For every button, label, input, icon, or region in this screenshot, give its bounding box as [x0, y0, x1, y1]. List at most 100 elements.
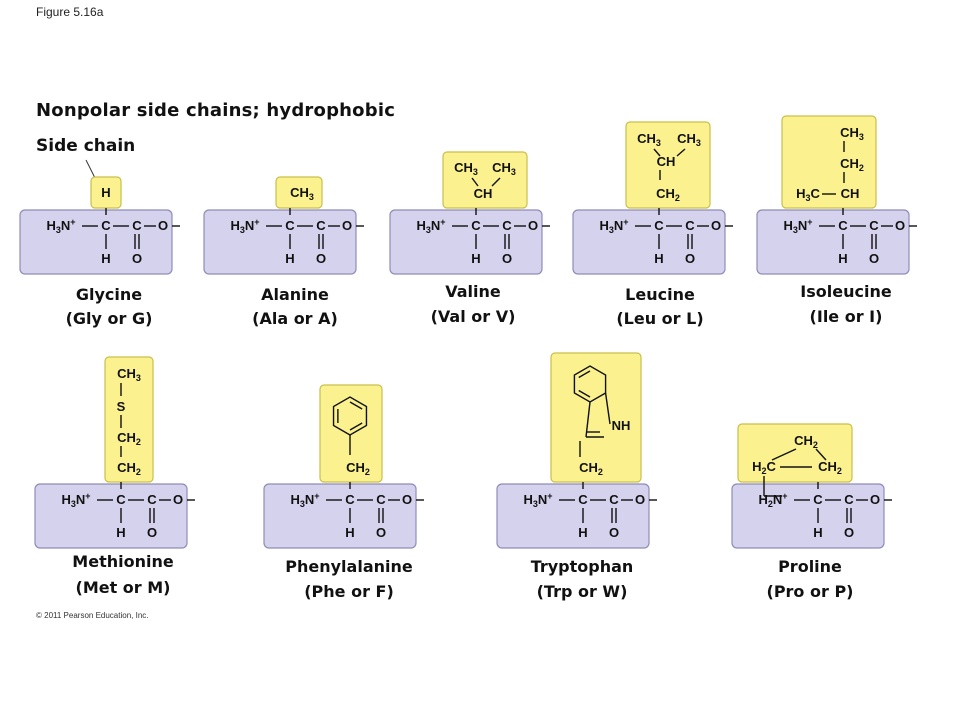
section-heading: Nonpolar side chains; hydrophobic — [36, 100, 396, 121]
proline-carboxyl-carbon: C — [844, 492, 854, 507]
figure-label: Figure 5.16a — [36, 5, 104, 19]
proline-alpha-carbon: C — [813, 492, 823, 507]
glycine-alpha-hydrogen: H — [101, 251, 110, 266]
bond-line — [676, 148, 686, 157]
bond-line — [471, 177, 479, 187]
isoleucine-ch3-top: CH3 — [840, 125, 864, 142]
isoleucine-side-chain-box — [781, 115, 877, 209]
name-tryptophan: Tryptophan — [530, 557, 634, 576]
leucine-alpha-carbon: C — [654, 218, 664, 233]
isoleucine-ch2: CH2 — [840, 156, 864, 173]
name-phenylalanine: Phenylalanine — [285, 557, 413, 576]
abbr-proline: (Pro or P) — [766, 582, 854, 601]
valine-side-chain-box — [442, 151, 528, 209]
isoleucine-carbonyl-oxygen: O — [869, 251, 879, 266]
abbr-valine: (Val or V) — [430, 307, 516, 326]
phenylalanine-carboxyl-carbon: C — [376, 492, 386, 507]
tryptophan-carbonyl-oxygen: O — [609, 525, 619, 540]
proline-backbone-box — [731, 483, 885, 549]
bond-line — [815, 448, 827, 461]
glycine-backbone-box — [19, 209, 173, 275]
glycine-alpha-carbon: C — [101, 218, 111, 233]
leucine-side-chain-box — [625, 121, 711, 209]
abbr-leucine: (Leu or L) — [616, 309, 704, 328]
glycine-carboxyl-carbon: C — [132, 218, 142, 233]
methionine-carboxyl-oxygen: O — [173, 492, 183, 507]
name-methionine: Methionine — [72, 552, 174, 571]
phenyl-ring — [332, 396, 368, 436]
phenylalanine-carboxyl-oxygen: O — [402, 492, 412, 507]
bond-line — [585, 401, 591, 438]
valine-carboxyl-oxygen: O — [528, 218, 538, 233]
indole-double-bond — [578, 370, 591, 379]
isoleucine-carboxyl-oxygen: O — [895, 218, 905, 233]
leucine-amino-group: H3N+ — [599, 217, 628, 235]
valine-carbonyl-oxygen: O — [502, 251, 512, 266]
isoleucine-amino-group: H3N+ — [783, 217, 812, 235]
proline-amino-group: H2N+ — [758, 491, 787, 509]
methionine-amino-group: H3N+ — [61, 491, 90, 509]
proline-h2c: H2C — [752, 459, 776, 476]
methionine-ch3: CH3 — [117, 366, 141, 383]
valine-ch3-right: CH3 — [492, 160, 516, 177]
phenylalanine-alpha-hydrogen: H — [345, 525, 354, 540]
phenylalanine-amino-group: H3N+ — [290, 491, 319, 509]
abbr-isoleucine: (Ile or I) — [809, 307, 883, 326]
alanine-alpha-carbon: C — [285, 218, 295, 233]
methionine-ch2-b: CH2 — [117, 460, 141, 477]
name-isoleucine: Isoleucine — [800, 282, 892, 301]
side-chain-label: Side chain — [36, 136, 136, 156]
isoleucine-ch: CH — [841, 186, 860, 201]
glycine-carbonyl-oxygen: O — [132, 251, 142, 266]
name-glycine: Glycine — [75, 285, 143, 304]
tryptophan-alpha-hydrogen: H — [578, 525, 587, 540]
tryptophan-backbone-box — [496, 483, 650, 549]
leucine-ch2: CH2 — [656, 186, 680, 203]
alanine-side-chain-box — [275, 176, 323, 209]
isoleucine-h3c: H3C — [796, 186, 820, 203]
methionine-alpha-hydrogen: H — [116, 525, 125, 540]
valine-alpha-hydrogen: H — [471, 251, 480, 266]
copyright-notice: © 2011 Pearson Education, Inc. — [36, 611, 149, 620]
proline-ch2-top: CH2 — [794, 433, 818, 450]
leucine-backbone-box — [572, 209, 726, 275]
isoleucine-carboxyl-carbon: C — [869, 218, 879, 233]
leucine-ch: CH — [657, 154, 676, 169]
isoleucine-backbone-box — [756, 209, 910, 275]
abbr-tryptophan: (Trp or W) — [536, 582, 628, 601]
valine-ch: CH — [474, 186, 493, 201]
methionine-backbone-box — [34, 483, 188, 549]
glycine-amino-group: H3N+ — [46, 217, 75, 235]
tryptophan-alpha-carbon: C — [578, 492, 588, 507]
leucine-carboxyl-carbon: C — [685, 218, 695, 233]
alanine-side-ch3: CH3 — [290, 185, 314, 202]
isoleucine-alpha-carbon: C — [838, 218, 848, 233]
leucine-ch3-right: CH3 — [677, 131, 701, 148]
methionine-ch2-a: CH2 — [117, 430, 141, 447]
abbr-glycine: (Gly or G) — [65, 309, 153, 328]
phenylalanine-alpha-carbon: C — [345, 492, 355, 507]
valine-backbone-box — [389, 209, 543, 275]
valine-amino-group: H3N+ — [416, 217, 445, 235]
tryptophan-carboxyl-carbon: C — [609, 492, 619, 507]
tryptophan-amino-group: H3N+ — [523, 491, 552, 509]
tryptophan-carboxyl-oxygen: O — [635, 492, 645, 507]
proline-carbonyl-oxygen: O — [844, 525, 854, 540]
methionine-sulfur: S — [117, 399, 126, 414]
name-leucine: Leucine — [625, 285, 695, 304]
methionine-alpha-carbon: C — [116, 492, 126, 507]
bond-line — [604, 392, 611, 425]
leucine-ch3-left: CH3 — [637, 131, 661, 148]
name-proline: Proline — [778, 557, 842, 576]
methionine-carboxyl-carbon: C — [147, 492, 157, 507]
phenylalanine-backbone-box — [263, 483, 417, 549]
bond-line — [491, 177, 501, 187]
tryptophan-ch2: CH2 — [579, 460, 603, 477]
methionine-carbonyl-oxygen: O — [147, 525, 157, 540]
phenyl-double-bond — [349, 422, 363, 431]
valine-alpha-carbon: C — [471, 218, 481, 233]
alanine-carbonyl-oxygen: O — [316, 251, 326, 266]
phenylalanine-carbonyl-oxygen: O — [376, 525, 386, 540]
bond-line — [653, 148, 661, 157]
glycine-carboxyl-oxygen: O — [158, 218, 168, 233]
